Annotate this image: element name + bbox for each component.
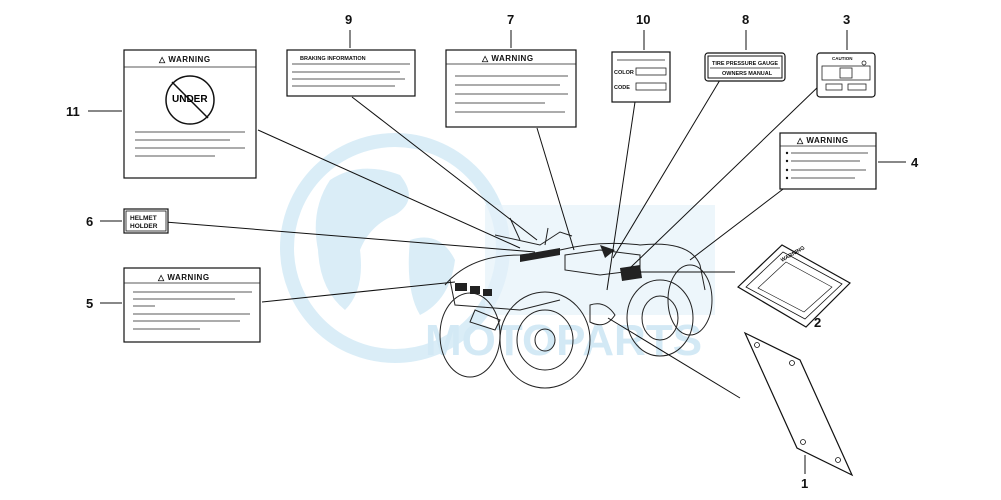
- callout-4: 4: [911, 155, 919, 170]
- decal-11-warning-text: WARNING: [168, 55, 210, 64]
- callout-5: 5: [86, 296, 93, 311]
- callout-11: 11: [66, 104, 80, 119]
- svg-text:△ WARNING: △ WARNING: [157, 273, 210, 282]
- decal-9-braking-information: BRAKING INFORMATION: [286, 49, 416, 97]
- svg-text:△ WARNING: △ WARNING: [796, 136, 849, 145]
- decal-5-warning: △ WARNING: [123, 267, 261, 343]
- decal-3-title: CAUTION: [832, 56, 853, 61]
- callout-3: 3: [843, 12, 850, 27]
- atv-outline: [439, 217, 713, 389]
- leader-lines: [164, 79, 821, 399]
- decal-10-color-code: COLOR CODE: [611, 51, 671, 103]
- decal-3-caution: CAUTION: [816, 52, 876, 98]
- decal-11-warning-under: △ WARNING UNDER: [123, 49, 257, 179]
- decal-6-helmet-holder: HELMET HOLDER: [123, 208, 169, 234]
- svg-text:△ WARNING: △ WARNING: [481, 54, 534, 63]
- decal-9-title: BRAKING INFORMATION: [300, 56, 366, 62]
- decal-4-warning-text: WARNING: [806, 136, 848, 145]
- svg-text:△ WARNING: △ WARNING: [158, 55, 211, 64]
- decal-6-line1: HELMET: [130, 215, 157, 222]
- decal-6-line2: HOLDER: [130, 223, 158, 230]
- callout-6: 6: [86, 214, 93, 229]
- callout-8: 8: [742, 12, 749, 27]
- watermark-continents: [315, 168, 455, 315]
- decal-10-code-label: CODE: [614, 85, 630, 91]
- watermark-text: MOTOPARTS: [425, 316, 702, 365]
- callout-2: 2: [814, 315, 821, 330]
- decal-11-under-text: UNDER: [172, 94, 208, 105]
- decal-7-warning: △ WARNING: [445, 49, 577, 128]
- callout-9: 9: [345, 12, 352, 27]
- decal-8-line2: OWNERS MANUAL: [722, 71, 773, 77]
- callout-10: 10: [636, 12, 650, 27]
- watermark-block: [485, 205, 715, 315]
- decal-8-line1: TIRE PRESSURE GAUGE: [712, 61, 778, 67]
- callout-1: 1: [801, 476, 808, 491]
- decal-10-color-label: COLOR: [614, 70, 634, 76]
- decal-7-warning-text: WARNING: [491, 54, 533, 63]
- decal-4-warning: △ WARNING: [779, 132, 877, 190]
- decal-5-warning-text: WARNING: [167, 273, 209, 282]
- callout-7: 7: [507, 12, 514, 27]
- watermark: MOTOPARTS: [280, 133, 715, 365]
- decal-8-tire-pressure-gauge: TIRE PRESSURE GAUGE OWNERS MANUAL: [704, 52, 786, 82]
- callout-numbers: 11 9 7 10 8 3 4 6 5 2 1: [66, 12, 919, 491]
- decal-2-warning: WARNING: [737, 244, 851, 328]
- decal-1-plate: [743, 331, 854, 477]
